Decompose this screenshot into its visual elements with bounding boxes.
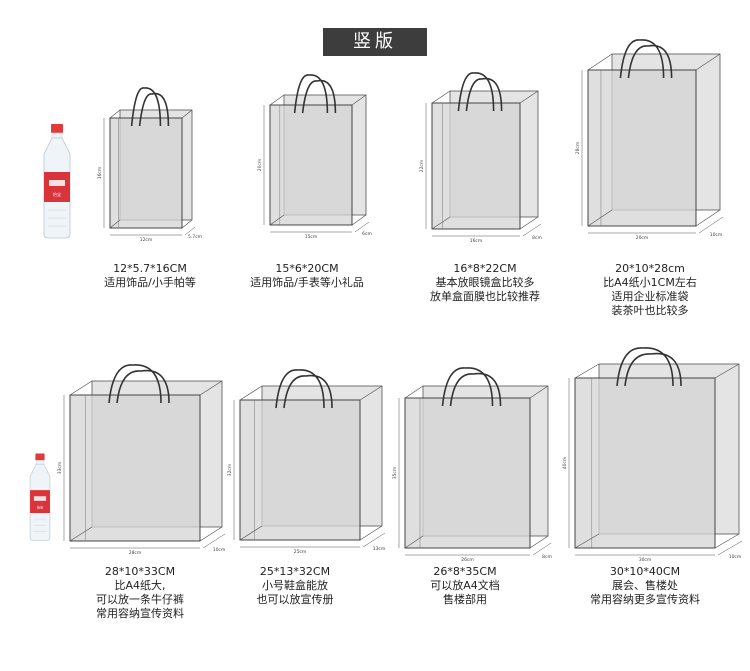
bag-caption: 12*5.7*16CM 适用饰品/小手帕等 [80,262,220,290]
bag-usage-line: 可以放一条牛仔裤 [96,593,184,606]
water-bottle-image: 怡宝 [27,452,53,542]
depth-dimension-label: 6cm [362,231,372,237]
height-dimension-label: 32cm [227,464,233,477]
bag-usage-line: 装茶叶也比较多 [611,304,689,317]
bag-usage-line: 比A4纸小1CM左右 [603,276,697,289]
water-bottle-image: 怡宝 [40,122,74,240]
bag-size-label: 16*8*22CM [453,262,517,275]
height-dimension-label: 40cm [562,457,568,470]
width-dimension-label: 16cm [470,238,483,244]
bag-usage-line: 适用企业标准袋 [611,290,689,303]
paper-bag-illustration: 20cm 15cm 6cm [256,65,382,245]
bag-usage-line: 小号鞋盒能放 [262,579,328,592]
bag-usage-line: 可以放A4文档 [430,579,500,592]
bag-usage-line: 常用容纳更多宣传资料 [590,593,700,606]
height-dimension-label: 16cm [97,167,103,180]
bag-size-label: 20*10*28cm [615,262,685,275]
paper-bag-illustration: 33cm 28cm 10cm [56,355,238,561]
bag-usage-line: 比A4纸大, [114,579,166,592]
bag-size-label: 28*10*33CM [104,565,176,578]
height-dimension-label: 28cm [575,142,581,155]
bag-usage-line: 适用饰品/小手帕等 [104,276,196,289]
bag-usage-line: 放单盒面膜也比较推荐 [430,290,540,303]
bag-caption: 26*8*35CM 可以放A4文档 售楼部用 [400,565,530,607]
depth-dimension-label: 5.7cm [188,234,202,240]
paper-bag-illustration: 32cm 25cm 13cm [226,360,398,560]
bag-size-label: 26*8*35CM [433,565,497,578]
paper-bag-illustration: 16cm 12cm 5.7cm [96,78,208,248]
depth-dimension-label: 8cm [542,554,552,560]
height-dimension-label: 33cm [57,462,63,475]
paper-bag-illustration: 35cm 26cm 8cm [391,358,564,568]
paper-bag-illustration: 28cm 20cm 10cm [574,30,736,246]
width-dimension-label: 20cm [636,235,649,241]
bottle-label: 怡宝 [37,504,43,509]
bottle-label: 怡宝 [53,191,61,197]
width-dimension-label: 26cm [461,557,474,563]
bag-usage-line: 适用饰品/手表等小礼品 [250,276,364,289]
width-dimension-label: 25cm [294,549,307,555]
width-dimension-label: 15cm [305,234,318,240]
bag-caption: 20*10*28cm 比A4纸小1CM左右 适用企业标准袋 装茶叶也比较多 [580,262,720,318]
height-dimension-label: 20cm [257,159,263,172]
bag-usage-line: 基本放眼镜盒比较多 [435,276,535,289]
bag-usage-line: 售楼部用 [443,593,487,606]
width-dimension-label: 28cm [129,550,142,556]
page-title: 竖版 [323,28,427,56]
bag-caption: 15*6*20CM 适用饰品/手表等小礼品 [232,262,382,290]
depth-dimension-label: 10cm [729,554,742,560]
width-dimension-label: 12cm [140,237,153,243]
width-dimension-label: 30cm [639,557,652,563]
depth-dimension-label: 8cm [532,235,542,241]
bag-size-label: 12*5.7*16CM [113,262,187,275]
bag-usage-line: 展会、售楼处 [612,579,678,592]
bag-usage-line: 也可以放宣传册 [256,593,334,606]
bag-caption: 25*13*32CM 小号鞋盒能放 也可以放宣传册 [230,565,360,607]
bag-usage-line: 常用容纳宣传资料 [96,607,184,620]
height-dimension-label: 22cm [419,160,425,173]
bag-size-label: 25*13*32CM [259,565,331,578]
bag-caption: 16*8*22CM 基本放眼镜盒比较多 放单盒面膜也比较推荐 [410,262,560,304]
depth-dimension-label: 13cm [373,546,386,552]
height-dimension-label: 35cm [392,467,398,480]
bag-caption: 30*10*40CM 展会、售楼处 常用容纳更多宣传资料 [570,565,720,607]
paper-bag-illustration: 40cm 30cm 10cm [561,338,750,568]
bag-caption: 28*10*33CM 比A4纸大, 可以放一条牛仔裤 常用容纳宣传资料 [65,565,215,621]
bag-size-label: 15*6*20CM [275,262,339,275]
paper-bag-illustration: 22cm 16cm 8cm [418,63,554,249]
bag-size-label: 30*10*40CM [609,565,681,578]
depth-dimension-label: 10cm [710,232,723,238]
depth-dimension-label: 10cm [213,547,226,553]
